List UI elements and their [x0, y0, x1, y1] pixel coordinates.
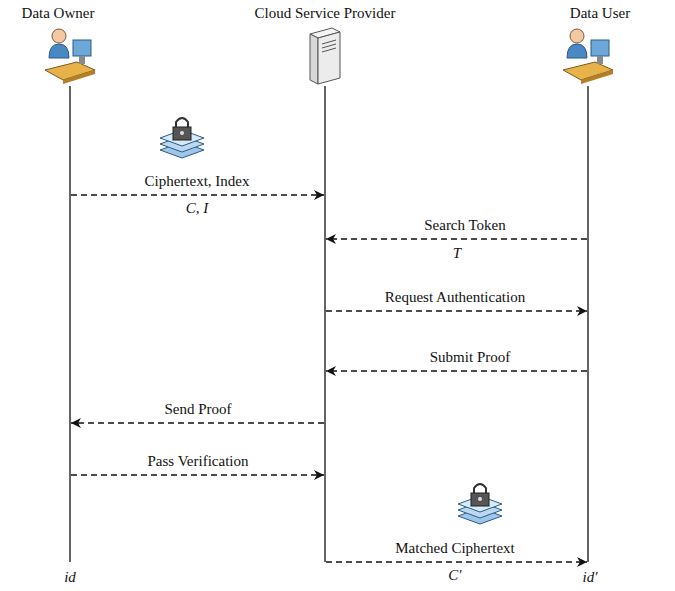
encrypted-data-icon — [458, 484, 502, 524]
person-icon — [45, 29, 95, 84]
math-symbol: T — [451, 244, 463, 262]
message-label: Pass Verification — [146, 452, 251, 470]
actor-name: Data User — [566, 4, 635, 22]
message-label: Send Proof — [162, 400, 233, 418]
actor-name: Cloud Service Provider — [251, 4, 400, 22]
lifeline — [587, 86, 588, 562]
message-arrow — [71, 194, 324, 195]
math-symbol: id′ — [581, 568, 600, 586]
message-arrow — [326, 561, 587, 562]
message-label: Ciphertext, Index — [143, 172, 252, 190]
server-icon — [310, 28, 340, 84]
math-symbol: C′ — [446, 566, 463, 584]
message-label: Request Authentication — [383, 288, 527, 306]
message-arrow — [326, 310, 587, 311]
message-arrow — [326, 238, 587, 239]
person-icon — [563, 29, 613, 84]
lifeline-actor: Cloud Service Provider — [251, 4, 400, 564]
actor-name: Data Owner — [18, 4, 99, 22]
lifeline — [324, 86, 325, 562]
message-label: Submit Proof — [428, 348, 512, 366]
message-arrow — [71, 474, 324, 475]
message-label: Search Token — [422, 216, 508, 234]
lifeline — [69, 86, 70, 562]
math-symbol: id — [62, 568, 78, 586]
math-symbol: C, I — [184, 199, 211, 217]
encrypted-data-icon — [160, 118, 204, 158]
lifeline-actor: Data User — [566, 4, 635, 564]
message-arrow — [71, 422, 324, 423]
message-arrow — [326, 370, 587, 371]
lifeline-actor: Data Owner — [18, 4, 99, 564]
message-label: Matched Ciphertext — [393, 539, 517, 557]
